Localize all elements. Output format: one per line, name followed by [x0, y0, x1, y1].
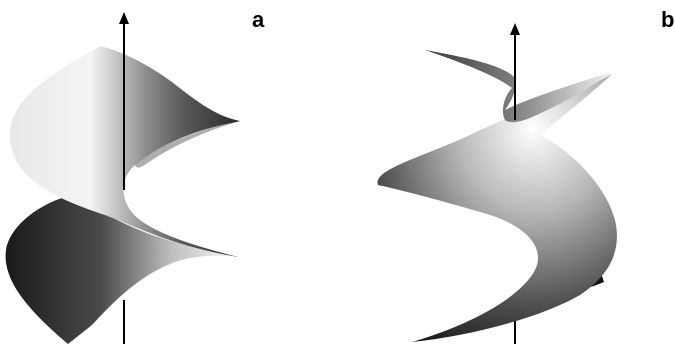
panel-b: b — [377, 7, 674, 344]
panel-b-main-sheet — [377, 74, 617, 342]
panel-a-lower-sheet — [5, 198, 244, 344]
panel-b-axis-arrowhead — [510, 23, 520, 35]
panel-a: a — [5, 7, 265, 344]
panel-b-label: b — [661, 7, 674, 32]
panel-a-label: a — [252, 7, 265, 32]
panel-a-axis-arrowhead — [119, 12, 129, 24]
panel-a-inner-fold — [135, 121, 240, 168]
panel-b-top-sheet — [425, 50, 612, 123]
